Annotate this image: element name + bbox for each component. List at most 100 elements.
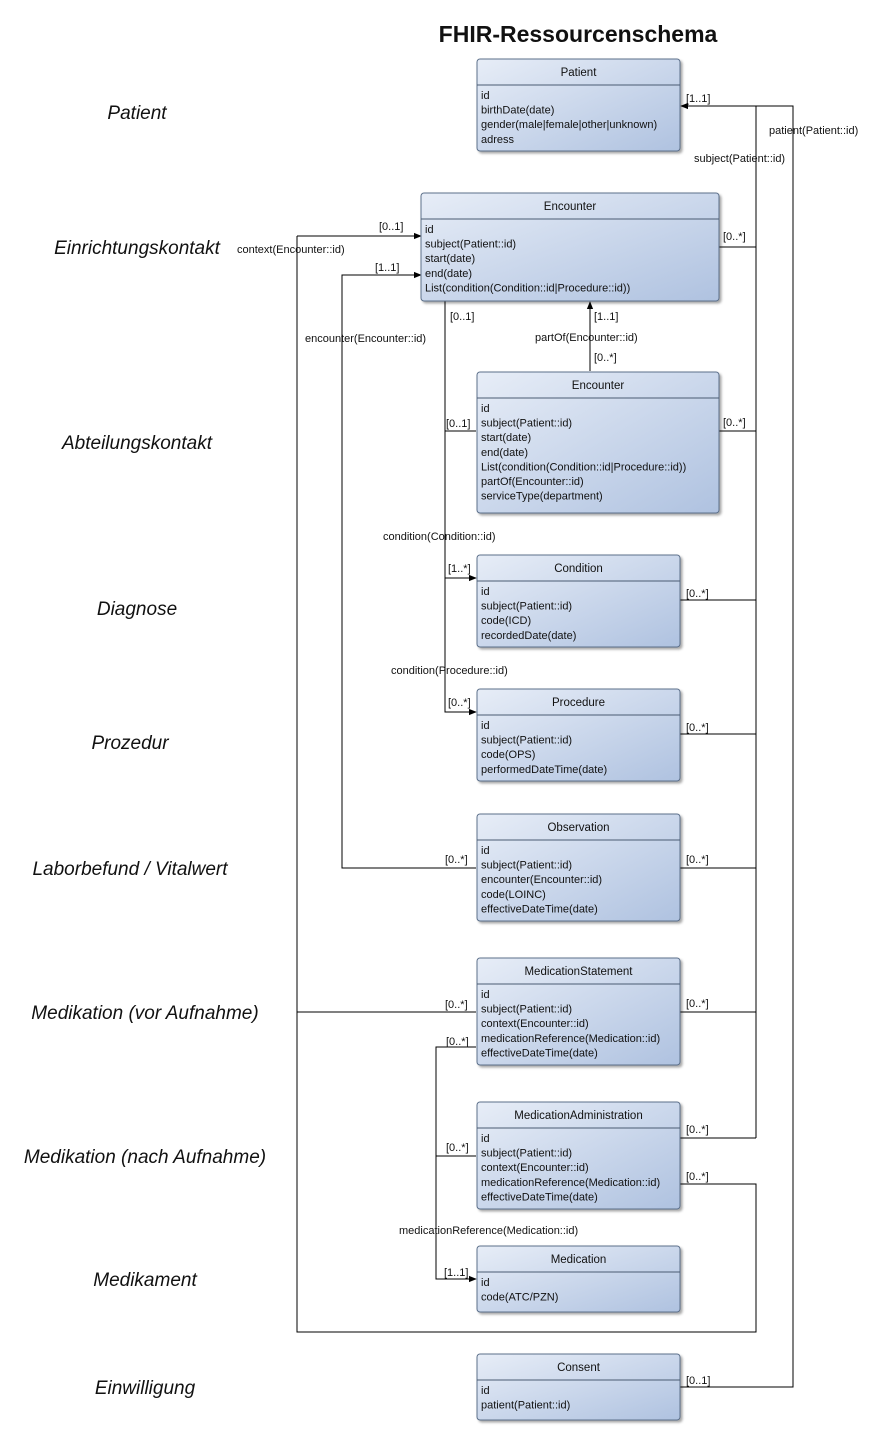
mult-facility-condition-src: [0..1]: [450, 311, 474, 323]
class-patient-attribute: adress: [481, 134, 515, 146]
mult-medadmin-subject: [0..*]: [686, 1124, 709, 1136]
class-medication-attribute: code(ATC/PZN): [481, 1292, 558, 1304]
class-observation-attribute: encounter(Encounter::id): [481, 874, 602, 886]
mult-patient-subject: [1..1]: [686, 93, 710, 105]
class-encounter-facility-box: [420, 192, 720, 302]
class-condition-attribute: code(ICD): [481, 615, 531, 627]
row-label-observation: Laborbefund / Vitalwert: [32, 859, 228, 880]
class-medication-statement-attribute: medicationReference(Medication::id): [481, 1033, 660, 1045]
class-patient[interactable]: PatientidbirthDate(date)gender(male|fema…: [476, 58, 681, 152]
mult-medstatement-context: [0..*]: [445, 999, 468, 1011]
mult-observation-encounter: [0..*]: [445, 854, 468, 866]
class-procedure-attribute: code(OPS): [481, 749, 535, 761]
row-label-consent: Einwilligung: [95, 1378, 196, 1399]
mult-medadmin-medref: [0..*]: [446, 1142, 469, 1154]
edge-label-context: context(Encounter::id): [237, 244, 345, 256]
connectors: [296, 102, 794, 1388]
class-encounter-department-attribute: id: [481, 403, 490, 415]
class-medication-statement-name: MedicationStatement: [524, 966, 633, 978]
class-observation-attribute: subject(Patient::id): [481, 860, 572, 872]
class-encounter-department-attribute: end(date): [481, 447, 528, 459]
row-label-medication: Medikament: [93, 1270, 197, 1291]
class-medication-statement-attribute: subject(Patient::id): [481, 1004, 572, 1016]
edge-label-encounter: encounter(Encounter::id): [305, 333, 426, 345]
class-encounter-department-name: Encounter: [572, 380, 625, 392]
class-medication-statement-attribute: effectiveDateTime(date): [481, 1047, 598, 1059]
mult-condition-target: [1..*]: [448, 563, 471, 575]
mult-procedure-target: [0..*]: [448, 697, 471, 709]
row-label-department-encounter: Abteilungskontakt: [61, 433, 213, 454]
mult-facility-subject: [0..*]: [723, 231, 746, 243]
edge-label-partof: partOf(Encounter::id): [535, 332, 638, 344]
multiplicity-labels: [1..1] [0..*] [0..1] [1..1] [0..1] [1..1…: [375, 93, 746, 1387]
class-condition-name: Condition: [554, 563, 603, 575]
class-observation-attribute: id: [481, 845, 490, 857]
class-medication-box: [476, 1245, 681, 1313]
row-label-medication-before: Medikation (vor Aufnahme): [31, 1003, 258, 1024]
mult-consent-patient: [0..1]: [686, 1375, 710, 1387]
class-medication-administration-attribute: subject(Patient::id): [481, 1148, 572, 1160]
class-condition[interactable]: Conditionidsubject(Patient::id)code(ICD)…: [476, 554, 681, 648]
mult-medstatement-medref: [0..*]: [446, 1036, 469, 1048]
class-encounter-facility-attribute: end(date): [425, 268, 472, 280]
class-medication-administration-attribute: id: [481, 1133, 490, 1145]
class-procedure[interactable]: Procedureidsubject(Patient::id)code(OPS)…: [476, 688, 681, 782]
edge-label-condition-procedure: condition(Procedure::id): [391, 665, 508, 677]
mult-medstatement-subject: [0..*]: [686, 998, 709, 1010]
class-encounter-department-attribute: subject(Patient::id): [481, 418, 572, 430]
medication-reference-line: [435, 1046, 477, 1283]
class-observation-box: [476, 813, 681, 922]
class-condition-attribute: id: [481, 586, 490, 598]
class-consent-box: [476, 1353, 681, 1421]
condition-procedure-line: [444, 301, 477, 716]
class-encounter-facility-attribute: start(date): [425, 253, 475, 265]
class-patient-name: Patient: [561, 67, 598, 79]
class-procedure-box: [476, 688, 681, 782]
class-encounter-department-attribute: start(date): [481, 432, 531, 444]
class-medication-statement-attribute: id: [481, 989, 490, 1001]
class-encounter-department[interactable]: Encounteridsubject(Patient::id)start(dat…: [476, 371, 720, 514]
class-medication-administration-name: MedicationAdministration: [514, 1110, 642, 1122]
class-consent-attribute: id: [481, 1385, 490, 1397]
class-consent-name: Consent: [557, 1362, 601, 1374]
class-observation[interactable]: Observationidsubject(Patient::id)encount…: [476, 813, 681, 922]
class-encounter-facility[interactable]: Encounteridsubject(Patient::id)start(dat…: [420, 192, 720, 302]
class-boxes: PatientidbirthDate(date)gender(male|fema…: [420, 58, 720, 1421]
edge-label-condition-condition: condition(Condition::id): [383, 531, 496, 543]
class-procedure-attribute: performedDateTime(date): [481, 764, 607, 776]
class-observation-attribute: code(LOINC): [481, 889, 546, 901]
consent-patient-line: [680, 105, 794, 1388]
mult-medadmin-context: [0..*]: [686, 1171, 709, 1183]
class-patient-attribute: id: [481, 90, 490, 102]
encounter-reference-line: [341, 271, 476, 869]
row-label-medication-after: Medikation (nach Aufnahme): [24, 1147, 266, 1168]
class-medication-statement-box: [476, 957, 681, 1066]
class-procedure-attribute: subject(Patient::id): [481, 735, 572, 747]
mult-procedure-subject: [0..*]: [686, 722, 709, 734]
mult-department-subject: [0..*]: [723, 417, 746, 429]
class-patient-attribute: birthDate(date): [481, 105, 554, 117]
row-labels: Patient Einrichtungskontakt Abteilungsko…: [24, 103, 266, 1399]
class-observation-name: Observation: [547, 822, 609, 834]
class-medication-administration-attribute: medicationReference(Medication::id): [481, 1177, 660, 1189]
row-label-facility-encounter: Einrichtungskontakt: [54, 238, 221, 259]
edge-labels: subject(Patient::id) patient(Patient::id…: [237, 125, 858, 1237]
row-label-condition: Diagnose: [97, 599, 177, 620]
class-medication-administration-box: [476, 1101, 681, 1210]
class-medication-statement[interactable]: MedicationStatementidsubject(Patient::id…: [476, 957, 681, 1066]
class-procedure-attribute: id: [481, 720, 490, 732]
diagram-title: FHIR-Ressourcenschema: [439, 21, 718, 47]
edge-label-patient: patient(Patient::id): [769, 125, 858, 137]
mult-department-partof: [0..*]: [594, 352, 617, 364]
class-medication-administration[interactable]: MedicationAdministration id subject(Patien…: [476, 1101, 681, 1210]
class-condition-box: [476, 554, 681, 648]
mult-condition-subject: [0..*]: [686, 588, 709, 600]
class-patient-box: [476, 58, 681, 152]
mult-facility-encounter: [1..1]: [375, 262, 399, 274]
row-label-patient: Patient: [107, 103, 167, 124]
class-encounter-facility-attribute: id: [425, 224, 434, 236]
row-label-procedure: Prozedur: [91, 733, 169, 754]
